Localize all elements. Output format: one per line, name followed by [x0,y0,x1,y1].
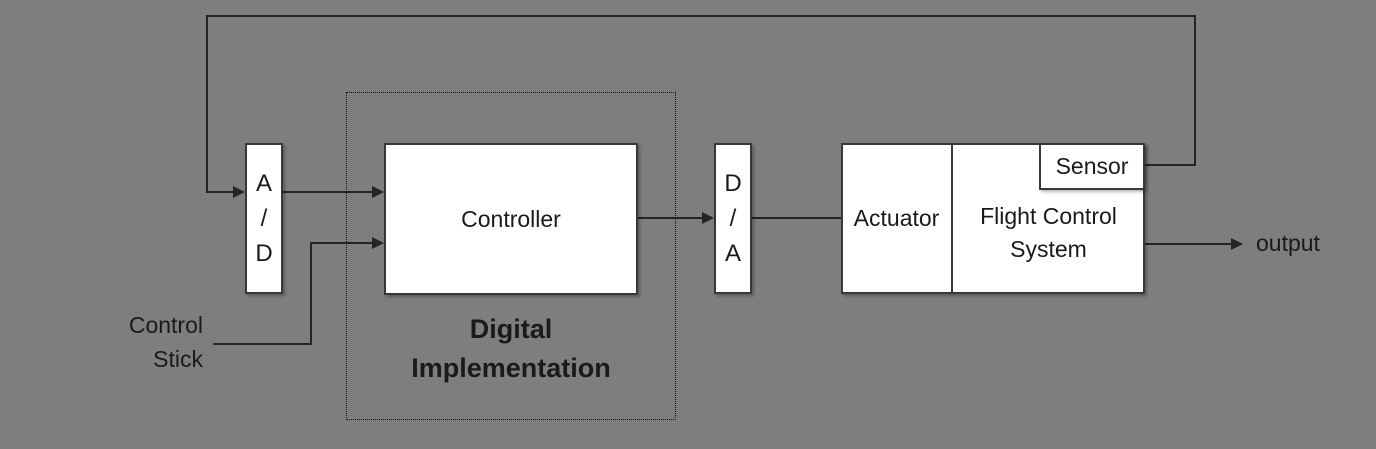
block-sensor: Sensor [1039,143,1145,190]
arrowhead-stick-to-controller-icon [372,237,384,249]
digital-implementation-caption: Digital Implementation [346,310,676,388]
arrowhead-ad-to-controller-icon [372,186,384,198]
block-ad-converter: A / D [245,143,283,294]
ad-to-controller-line [283,191,372,193]
output-label: output [1256,230,1320,256]
da-line-3: A [724,240,741,267]
controller-label: Controller [461,205,561,232]
fcs-label-region: Flight Control System [952,143,1145,294]
ad-line-2: / [260,205,268,232]
control-stick-label: Control Stick [83,308,203,376]
control-stick-horizontal-line [213,343,312,345]
digital-implementation-line-1: Digital [469,314,553,344]
digital-implementation-boundary [346,92,676,420]
controller-to-da-line [638,217,702,219]
arrowhead-output-icon [1231,238,1243,250]
feedback-line-from-sensor [1145,164,1196,166]
control-stick-line-2: Stick [153,346,203,372]
da-line-1: D [724,170,742,197]
block-controller: Controller [384,143,638,295]
feedback-line-into-ad [206,191,233,193]
fcs-to-output-line [1145,243,1231,245]
da-line-2: / [729,205,737,232]
arrowhead-controller-to-da-icon [702,212,714,224]
digital-implementation-line-2: Implementation [411,353,611,383]
feedback-line-top-horizontal [206,15,1196,17]
actuator-label-region: Actuator [841,143,952,294]
sensor-label: Sensor [1055,153,1129,179]
actuator-label: Actuator [853,205,940,231]
actuator-fcs-divider [951,143,953,294]
control-stick-vertical-line [310,243,312,345]
control-stick-line-1: Control [128,312,203,338]
block-da-converter: D / A [714,143,752,294]
fcs-label-line-1: Flight Control [980,202,1117,229]
control-stick-into-controller-line [310,242,372,244]
feedback-line-right-vertical [1194,15,1196,166]
feedback-line-left-vertical [206,15,208,193]
ad-line-1: A [255,170,272,197]
da-to-actuator-line [752,217,841,219]
fcs-label-line-2: System [1010,235,1087,262]
ad-line-3: D [255,240,273,267]
arrowhead-into-ad-icon [233,186,245,198]
